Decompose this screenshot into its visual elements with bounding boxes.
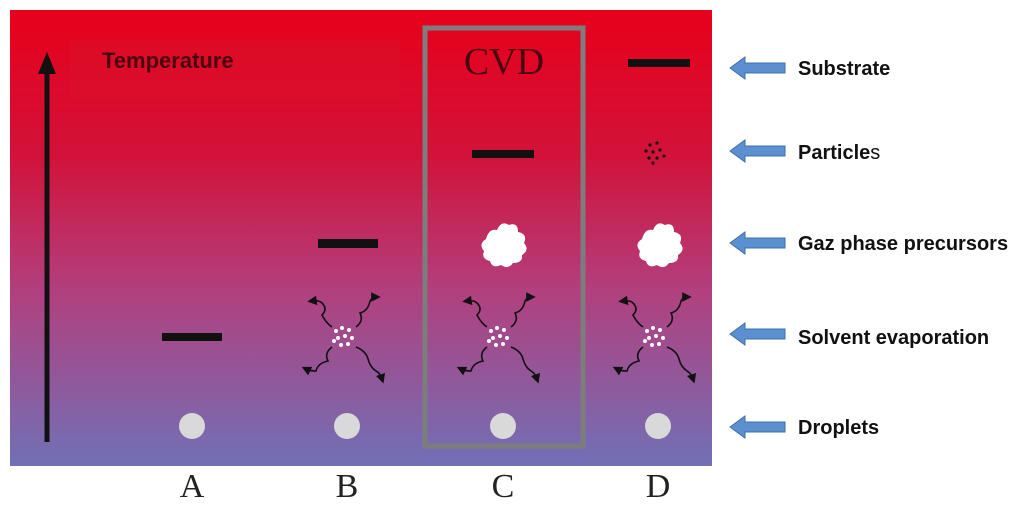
- column-label-d: D: [645, 468, 671, 505]
- cvd-label: CVD: [464, 41, 544, 83]
- column-label-c: C: [491, 468, 515, 505]
- solvent-evaporation-icon-b: [301, 292, 386, 384]
- solvent-evaporation-label: Solvent evaporation: [798, 327, 990, 349]
- particles-label-main: Particle: [798, 142, 871, 164]
- column-label-a: A: [179, 468, 205, 505]
- cvd-frame: [422, 25, 586, 449]
- particles-label: Particles: [798, 141, 880, 165]
- left-pointer-arrow-icon: [729, 322, 786, 346]
- substrate-bar-b: [318, 239, 378, 248]
- solvent-evaporation-icon-d: [612, 292, 697, 384]
- left-pointer-arrow-icon: [729, 139, 786, 163]
- gas-phase-cloud-d: [637, 223, 683, 268]
- droplet-c: [490, 413, 516, 439]
- droplet-b: [334, 413, 360, 439]
- substrate-bar-d: [628, 59, 690, 67]
- gas-phase-cloud-c: [481, 223, 527, 268]
- temperature-title: Temperature: [102, 48, 234, 73]
- substrate-bar-a: [162, 333, 222, 341]
- column-label-b: B: [335, 468, 359, 505]
- droplets-label: Droplets: [798, 417, 880, 439]
- temperature-arrow: [38, 52, 56, 442]
- substrate-label: Substrate: [798, 58, 891, 80]
- temperature-label-box: [70, 40, 400, 100]
- droplet-a: [179, 413, 205, 439]
- left-pointer-arrow-icon: [729, 415, 786, 439]
- gaz-phase-label: Gaz phase precursors: [798, 233, 1009, 255]
- droplet-d: [645, 413, 671, 439]
- solvent-evaporation-icon-c: [456, 292, 541, 384]
- particles-icon-d: [644, 141, 666, 165]
- particles-label-suffix: s: [870, 142, 881, 164]
- left-pointer-arrow-icon: [729, 231, 786, 255]
- left-pointer-arrow-icon: [729, 56, 786, 80]
- substrate-bar-c: [472, 150, 534, 158]
